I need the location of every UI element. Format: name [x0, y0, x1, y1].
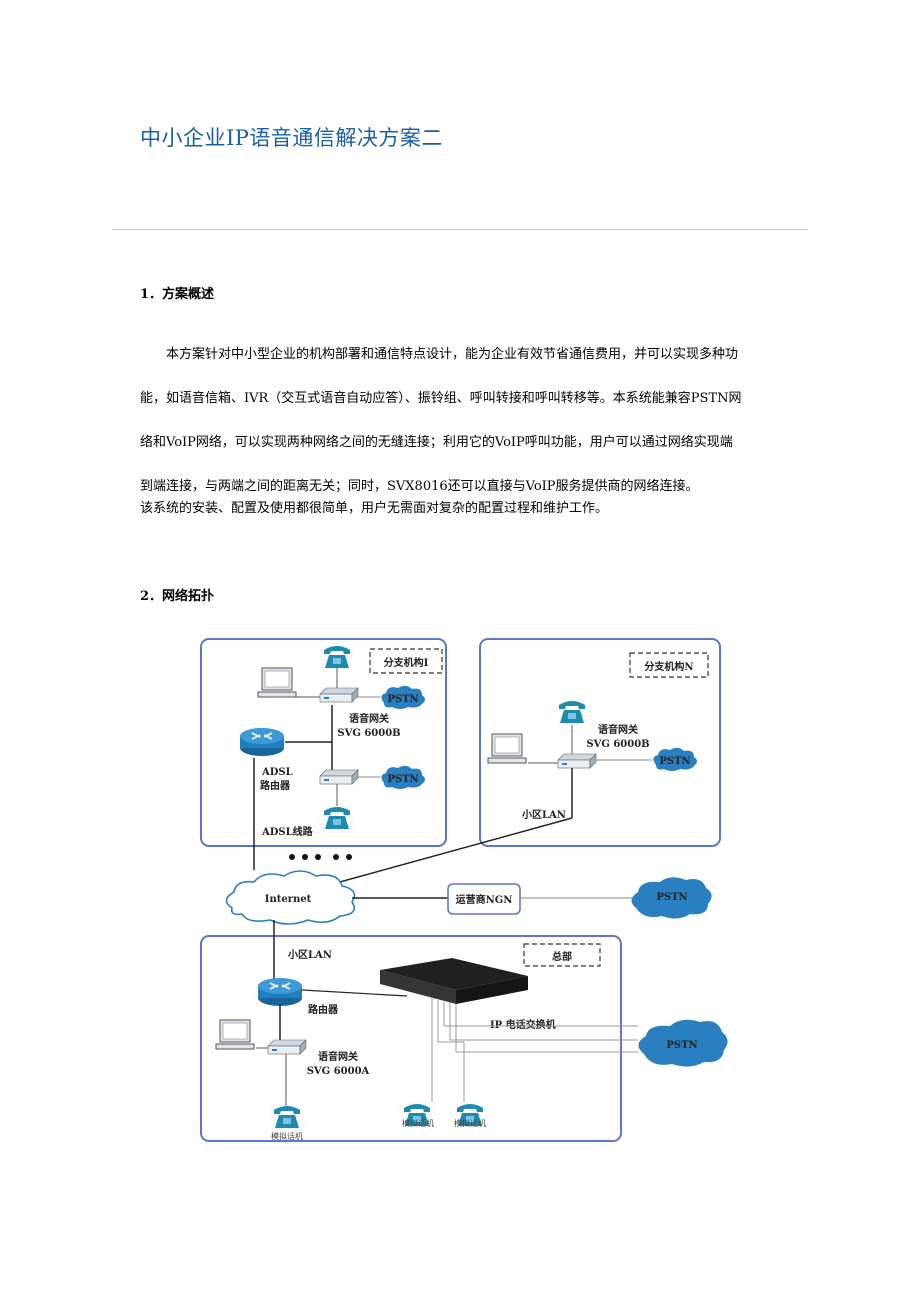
- branchn-label: 分支机构N: [644, 660, 693, 673]
- body-line: 能，如语音信箱、IVR（交互式语音自动应答）、振铃组、呼叫转接和呼叫转移等。本系…: [140, 391, 742, 406]
- branch1-frame: [200, 638, 447, 847]
- branch1-label: 分支机构I: [384, 656, 429, 669]
- internet-cloud: [225, 870, 356, 925]
- phone-icon: [274, 1106, 300, 1128]
- phone-label: 模拟话机: [402, 1118, 434, 1128]
- lan-label: 小区LAN: [287, 948, 332, 961]
- section2-heading: 2．网络拓扑: [140, 589, 215, 604]
- network-topology-diagram: 分支机构I 分支机构N 总部 PSTN 语音网关 SVG 6000B ADSL …: [192, 630, 728, 1148]
- internet-label: Internet: [265, 894, 312, 905]
- hq-label: 总部: [552, 950, 572, 963]
- section1-body: 本方案针对中小型企业的机构部署和通信特点设计，能为企业有效节省通信费用，并可以实…: [140, 344, 790, 520]
- phone-icon: [559, 701, 585, 723]
- model-label: SVG 6000A: [307, 1066, 370, 1077]
- body-line: 本方案针对中小型企业的机构部署和通信特点设计，能为企业有效节省通信费用，并可以实…: [166, 347, 739, 362]
- body-line: 络和VoIP网络，可以实现两种网络之间的无缝连接；利用它的VoIP呼叫功能，用户…: [140, 435, 733, 450]
- document-title: 中小企业IP语音通信解决方案二: [140, 126, 443, 150]
- gateway-icon: [557, 753, 597, 769]
- model-label: SVG 6000B: [586, 739, 649, 750]
- computer-icon: [487, 733, 527, 764]
- body-line: 该系统的安装、配置及使用都很简单，用户无需面对复杂的配置过程和维护工作。: [140, 501, 609, 516]
- cloud-icon: [631, 877, 712, 919]
- body-line: 到端连接，与两端之间的距离无关；同时，SVX8016还可以直接与VoIP服务提供…: [140, 479, 699, 494]
- router-icon: [257, 977, 303, 1007]
- computer-icon: [257, 667, 297, 698]
- phone-icon: [324, 807, 350, 829]
- cloud-icon: [638, 1019, 728, 1067]
- adsl-line-label: ADSL线路: [261, 825, 314, 838]
- svg-text:PSTN: PSTN: [666, 1040, 697, 1051]
- model-label: SVG 6000B: [337, 728, 400, 739]
- header-divider: [112, 229, 808, 230]
- gateway-label: 语音网关: [598, 723, 638, 736]
- ngn-label: 运营商NGN: [456, 893, 513, 906]
- phone-label: 模拟话机: [454, 1118, 486, 1128]
- branchn-frame: [479, 638, 721, 847]
- computer-icon: [215, 1019, 255, 1050]
- gateway-label: 语音网关: [318, 1050, 358, 1063]
- gateway-icon: [267, 1039, 307, 1055]
- phone-label: 模拟话机: [271, 1131, 303, 1141]
- router-label: 路由器: [260, 779, 291, 792]
- svg-text:PSTN: PSTN: [659, 756, 690, 767]
- svg-text:PSTN: PSTN: [387, 694, 418, 705]
- gateway-icon: [319, 687, 359, 703]
- svg-text:PSTN: PSTN: [387, 774, 418, 785]
- ngn-box: [447, 883, 521, 915]
- section1-heading: 1．方案概述: [140, 287, 215, 302]
- ip-pbx-label: IP 电话交换机: [490, 1018, 556, 1031]
- adsl-label: ADSL: [261, 767, 293, 778]
- router-label: 路由器: [308, 1003, 339, 1016]
- lan-label: 小区LAN: [521, 808, 566, 821]
- gateway-label: 语音网关: [349, 712, 389, 725]
- ip-pbx-device: [380, 958, 528, 990]
- svg-text:PSTN: PSTN: [656, 892, 687, 903]
- gateway-icon: [319, 769, 359, 785]
- router-icon: [239, 727, 285, 757]
- phone-icon: [324, 646, 350, 668]
- hq-frame: [200, 935, 622, 1142]
